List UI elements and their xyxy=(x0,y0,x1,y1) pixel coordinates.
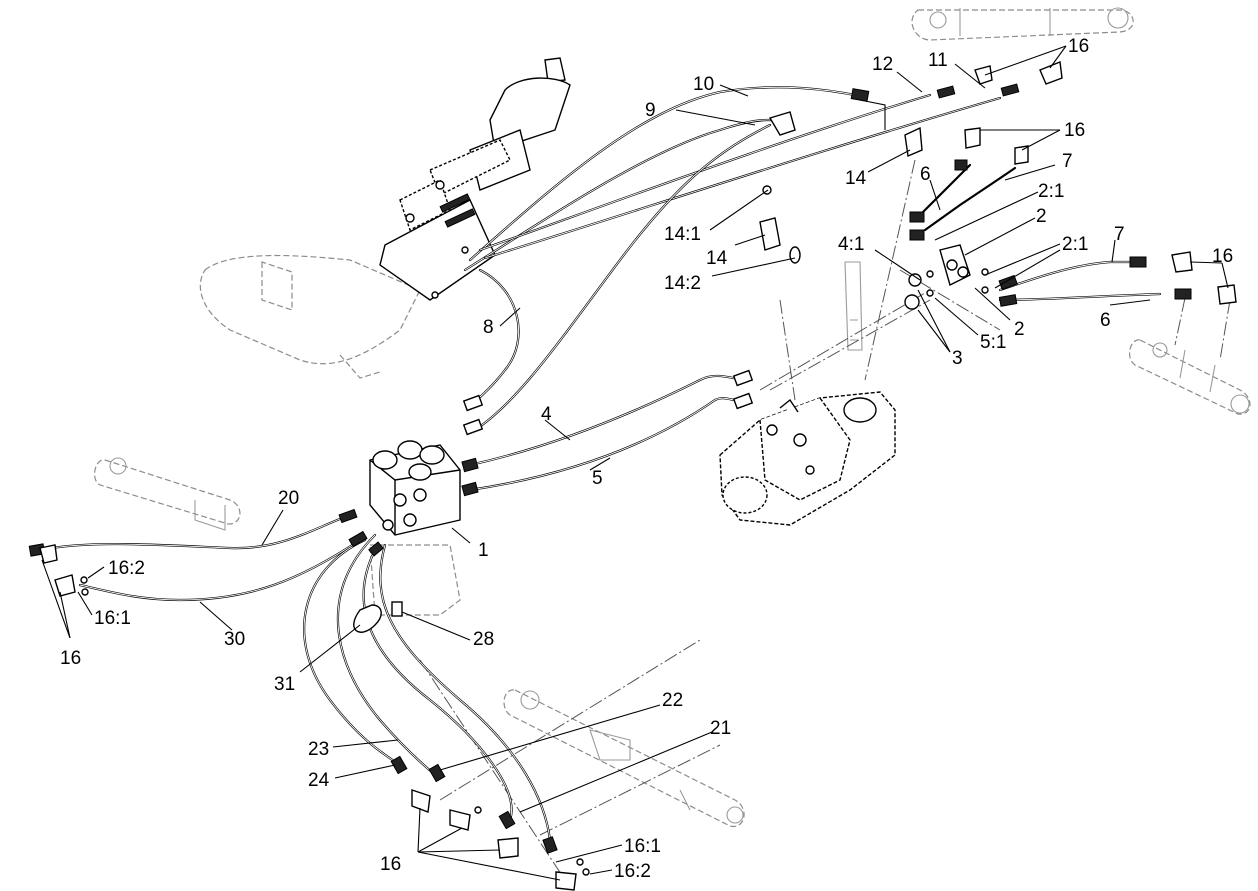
hydraulic-pump xyxy=(719,391,896,526)
callout-7-right: 7 xyxy=(1114,224,1125,245)
callout-16-far-right: 16 xyxy=(1212,246,1233,267)
leader-lines xyxy=(41,45,1229,881)
callout-16-top: 16 xyxy=(1068,36,1089,57)
callout-2-upper: 2 xyxy=(1036,206,1047,227)
control-valve xyxy=(338,440,479,557)
callout-7-upper: 7 xyxy=(1062,151,1073,172)
callout-23: 23 xyxy=(308,739,329,760)
hoses xyxy=(38,86,1162,842)
callouts: 1 2 2 2:1 2:1 3 4 4:1 5 5:1 6 6 7 7 8 9 … xyxy=(60,36,1233,882)
callout-28: 28 xyxy=(473,629,494,650)
callout-5: 5 xyxy=(592,468,603,489)
background-frame-left xyxy=(199,254,421,379)
callout-16-1-left: 16:1 xyxy=(94,608,131,629)
callout-16-2-left: 16:2 xyxy=(108,558,145,579)
callout-21: 21 xyxy=(710,718,731,739)
callout-24: 24 xyxy=(308,770,330,791)
callout-2-1-upper: 2:1 xyxy=(1038,181,1064,202)
callout-9: 9 xyxy=(645,100,656,121)
callout-6-right: 6 xyxy=(1100,310,1111,331)
callout-2-1-lower: 2:1 xyxy=(1062,234,1088,255)
background-pump-bracket xyxy=(844,261,863,351)
callout-1: 1 xyxy=(478,540,489,561)
callout-12: 12 xyxy=(872,54,893,75)
assembly-centerlines xyxy=(419,159,1231,881)
callout-14-2: 14:2 xyxy=(664,273,701,294)
callout-31: 31 xyxy=(274,674,295,695)
callout-10: 10 xyxy=(693,74,714,95)
callout-14-upper: 14 xyxy=(845,168,867,189)
callout-16-1-bottom: 16:1 xyxy=(624,836,661,857)
callout-6-upper: 6 xyxy=(920,164,931,185)
callout-5-1: 5:1 xyxy=(980,332,1006,353)
callout-30: 30 xyxy=(224,629,245,650)
callout-16-right-upper: 16 xyxy=(1064,120,1085,141)
background-cylinder-bottom xyxy=(503,689,745,827)
background-mount-bracket xyxy=(369,544,461,616)
callout-8: 8 xyxy=(483,317,494,338)
callout-4: 4 xyxy=(541,404,552,425)
callout-11: 11 xyxy=(928,50,948,71)
callout-22: 22 xyxy=(662,690,683,711)
callout-4-1: 4:1 xyxy=(838,234,864,255)
callout-2-lower: 2 xyxy=(1014,319,1025,340)
callout-20: 20 xyxy=(278,488,299,509)
callout-14-1: 14:1 xyxy=(664,224,701,245)
callout-16-bottom: 16 xyxy=(380,854,401,875)
steering-control-unit xyxy=(379,57,571,301)
background-cylinder-right xyxy=(1128,339,1251,415)
callout-16-left: 16 xyxy=(60,648,81,669)
callout-3: 3 xyxy=(952,348,963,369)
background-cylinder-left xyxy=(93,457,241,531)
background-steering-cylinder-top xyxy=(911,7,1134,41)
callout-16-2-bottom: 16:2 xyxy=(614,861,651,882)
callout-14-middle: 14 xyxy=(706,248,728,269)
